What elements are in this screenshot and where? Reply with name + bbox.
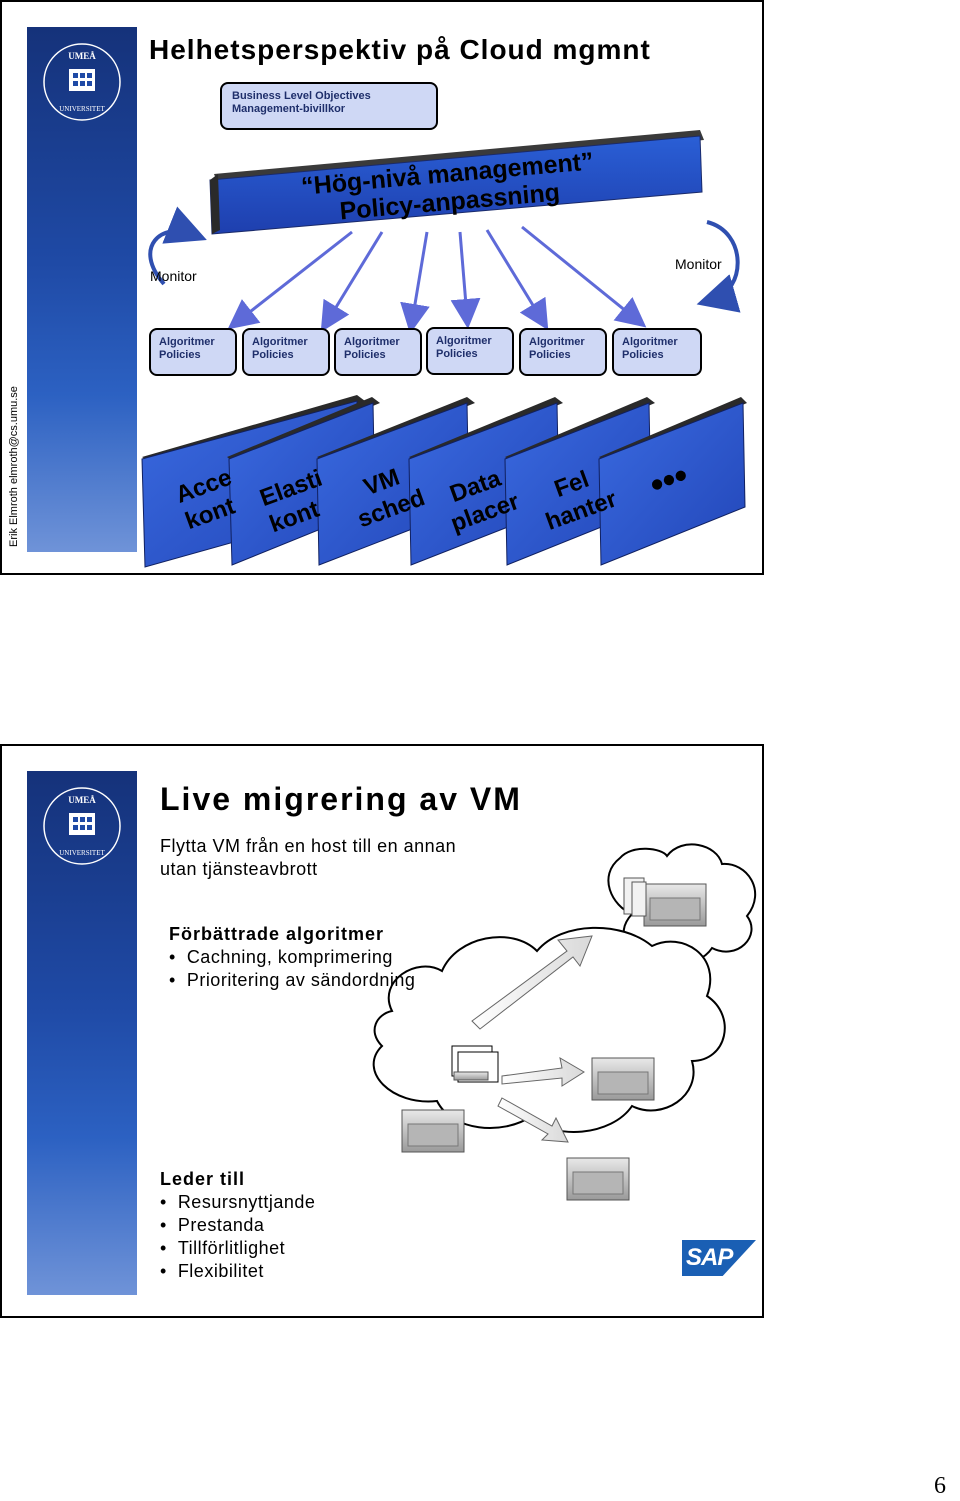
slide-2: UMEÅ UNIVERSITET	[0, 744, 764, 1318]
callout-line-1: Algoritmer	[529, 336, 585, 348]
leads-item-1-text: Resursnyttjande	[177, 1192, 316, 1212]
server-icon	[591, 1057, 655, 1101]
server-icon	[566, 1157, 630, 1201]
improved-heading: Förbättrade algoritmer	[169, 924, 385, 944]
panel-6	[598, 397, 747, 566]
leads-item-4: • Flexibilitet	[160, 1261, 264, 1281]
callout-line-2: Policies	[529, 349, 571, 361]
arrow-6	[521, 225, 647, 328]
leads-item-2-text: Prestanda	[177, 1215, 265, 1235]
arrow-3	[400, 231, 430, 334]
arrow-4	[450, 231, 481, 329]
objectives-line-2: Management-bivillkor	[232, 103, 346, 115]
slide-title: Helhetsperspektiv på Cloud mgmnt	[149, 34, 651, 65]
svg-text:UNIVERSITET: UNIVERSITET	[59, 849, 105, 857]
svg-text:UMEÅ: UMEÅ	[68, 51, 96, 61]
migration-diagram	[372, 843, 757, 1201]
migrating-vm-icon	[451, 1045, 499, 1083]
callout-line-1: Algoritmer	[622, 336, 678, 348]
arrow-1	[227, 230, 353, 330]
monitor-left-label: Monitor	[150, 268, 197, 284]
author-email: Erik Elmroth elmroth@cs.umu.se	[8, 386, 20, 547]
arrow-right	[501, 1057, 585, 1087]
leads-item-1: • Resursnyttjande	[160, 1192, 316, 1212]
leads-item-2: • Prestanda	[160, 1215, 265, 1235]
algorithm-callout: Algoritmer Policies	[426, 327, 514, 375]
server-ghost-icon	[623, 877, 647, 917]
callout-line-2: Policies	[344, 349, 386, 361]
callout-line-2: Policies	[252, 349, 294, 361]
improved-item-1: • Cachning, komprimering	[169, 947, 393, 967]
improved-item-1-text: Cachning, komprimering	[186, 947, 393, 967]
objectives-line-1: Business Level Objectives	[232, 90, 371, 102]
arrow-down-right	[497, 1097, 569, 1143]
improved-item-2: • Prioritering av sändordning	[169, 970, 416, 990]
arrow-5	[485, 229, 549, 331]
algorithm-callout: Algoritmer Policies	[242, 328, 330, 376]
callout-line-2: Policies	[436, 348, 478, 360]
slide-title-2: Live migrering av VM	[160, 781, 522, 817]
monitor-left-arrow	[148, 206, 207, 286]
svg-text:UNIVERSITET: UNIVERSITET	[59, 105, 105, 113]
callout-line-2: Policies	[159, 349, 201, 361]
intro-line-1: Flytta VM från en host till en annan	[160, 836, 457, 856]
svg-text:UMEÅ: UMEÅ	[68, 795, 96, 805]
callout-line-1: Algoritmer	[159, 336, 215, 348]
sap-logo: SAP	[682, 1240, 756, 1276]
callout-line-1: Algoritmer	[252, 336, 308, 348]
slide-1: UMEÅ UNIVERSITET Erik Elmroth elmroth@cs…	[0, 0, 764, 575]
improved-item-2-text: Prioritering av sändordning	[186, 970, 416, 990]
sap-logo-text: SAP	[686, 1244, 733, 1271]
umea-university-logo: UMEÅ UNIVERSITET	[43, 43, 121, 121]
university-sidebar	[27, 27, 137, 552]
monitor-right-arrow	[696, 220, 741, 313]
callout-line-1: Algoritmer	[436, 335, 492, 347]
algorithm-callout: Algoritmer Policies	[519, 328, 607, 376]
server-icon	[401, 1109, 465, 1153]
leads-item-3-text: Tillförlitlighet	[177, 1238, 286, 1258]
component-panels	[141, 395, 747, 568]
leads-item-4-text: Flexibilitet	[177, 1261, 264, 1281]
intro-line-2: utan tjänsteavbrott	[160, 859, 318, 879]
arrow-2	[320, 231, 384, 333]
server-icon	[643, 883, 707, 927]
leads-heading: Leder till	[160, 1169, 246, 1189]
algorithm-callout: Algoritmer Policies	[334, 328, 422, 376]
algorithm-callout: Algoritmer Policies	[149, 328, 237, 376]
university-sidebar-2	[27, 771, 137, 1295]
objectives-callout: Business Level Objectives Management-biv…	[220, 82, 438, 130]
callout-line-1: Algoritmer	[344, 336, 400, 348]
page-number: 6	[934, 1473, 946, 1499]
monitor-right-label: Monitor	[675, 256, 722, 272]
migration-arrow-up	[471, 935, 593, 1030]
umea-university-logo-2: UMEÅ UNIVERSITET	[43, 787, 121, 865]
callout-line-2: Policies	[622, 349, 664, 361]
source-cloud	[372, 926, 726, 1133]
management-diagram	[148, 130, 741, 334]
leads-item-3: • Tillförlitlighet	[160, 1238, 286, 1258]
algorithm-callout: Algoritmer Policies	[612, 328, 702, 376]
